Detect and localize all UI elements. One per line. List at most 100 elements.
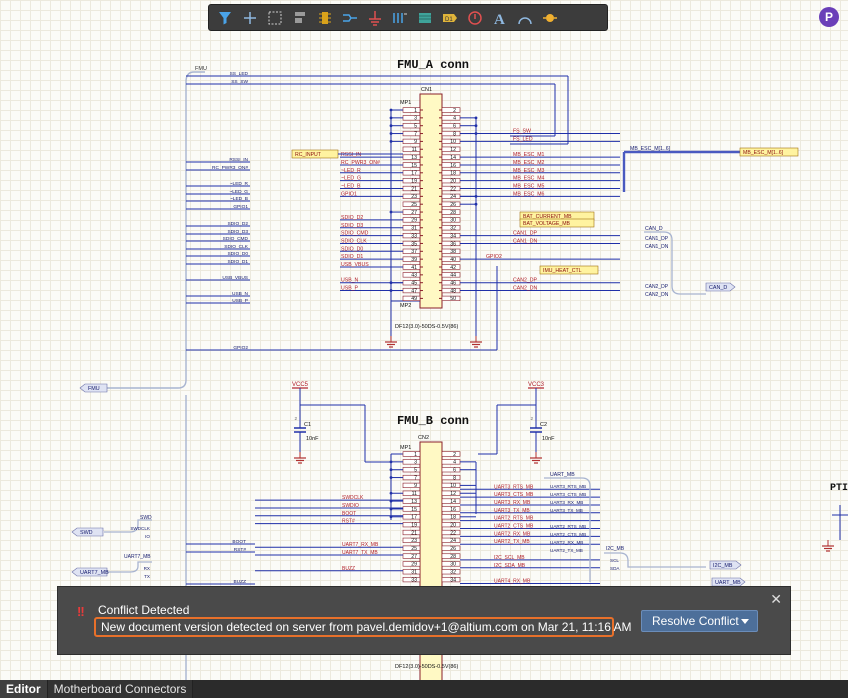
cn2-lpin-num: 11 [412, 491, 417, 497]
fmu-bus-label: FMU [195, 66, 207, 72]
port-swd-shape [71, 527, 104, 537]
text-icon[interactable]: A [488, 7, 512, 29]
cn2-lpin-num: 23 [411, 538, 417, 544]
cn1-part: DF12(3.0)-50DS-0.5V(86) [395, 324, 458, 330]
power-port-icon[interactable] [363, 7, 387, 29]
bus-icon[interactable] [388, 7, 412, 29]
cn1-rpin-num: 40 [450, 257, 456, 263]
cn1-lpin-num: 45 [411, 281, 417, 287]
arc-icon[interactable] [513, 7, 537, 29]
cn2-rpin-num: 10 [450, 483, 456, 489]
cn1-rnet-label: MB_ESC_M4 [513, 176, 545, 182]
align-icon[interactable] [288, 7, 312, 29]
fmu-side-label: SDIO_CMD [223, 236, 249, 242]
fmu-side-label: USB_P [232, 298, 248, 304]
cn2-rnet-label: UART3_RX_MB [494, 500, 531, 506]
filter-icon[interactable] [213, 7, 237, 29]
c2-pin: 2 [530, 416, 533, 421]
c1-pin: 2 [294, 416, 297, 421]
wire-icon[interactable] [338, 7, 362, 29]
cn2-net-label: SWDIO [342, 503, 359, 509]
cn1-rnet-label: CAN2_DP [513, 278, 537, 284]
crosshair-icon[interactable] [238, 7, 262, 29]
cn1-rpin-num: 6 [453, 124, 456, 130]
cn2-rpin-box [441, 545, 461, 551]
uart-mb-label: UART_MB [550, 472, 575, 478]
cn1-lpin-num: 9 [414, 139, 417, 145]
cn2-rpin-num: 20 [450, 522, 456, 528]
tab-motherboard-connectors[interactable]: Motherboard Connectors [47, 680, 194, 698]
cn1-lpin-box [402, 130, 421, 137]
cn1-rpin-box [441, 130, 461, 137]
close-icon[interactable]: ✕ [770, 591, 782, 607]
port-can-d: CAN_D [709, 285, 727, 291]
port-uart-mb-shape [711, 577, 746, 587]
cn1-lpin-num: 3 [414, 116, 417, 122]
cn1-lpin-num: 39 [411, 257, 417, 263]
tag-imu-heat-box [539, 265, 599, 275]
fmu-side-label: RSSI_IN [229, 157, 248, 163]
cn2-rpin-num: 14 [450, 499, 456, 505]
user-avatar[interactable]: P [819, 7, 839, 27]
cn2-rpin-box [441, 467, 461, 473]
cn1-lpin-num: 19 [411, 178, 417, 184]
notification-title: Conflict Detected [98, 603, 190, 617]
fmu-side-label: GPIO1 [233, 204, 248, 210]
resolve-conflict-button[interactable]: Resolve Conflict [641, 610, 758, 632]
cn1-lpin-num: 17 [411, 171, 417, 177]
port-icon[interactable]: D1 [438, 7, 462, 29]
uart-side-label: UART3_RTS_MB [550, 484, 586, 489]
cn1-lpin-num: 1 [414, 108, 417, 114]
cn2-rpin-box [441, 474, 461, 481]
cn2-lpin-num: 25 [411, 546, 417, 552]
cn1-rpin-num: 18 [450, 171, 456, 177]
c2-ref: C2 [540, 422, 547, 428]
can-side-label: CAN1_DP [645, 236, 669, 242]
cn1-rpin-box [441, 115, 461, 121]
cn1-net-label: USB_P [341, 286, 359, 292]
fmu-side-label: SS_SW [231, 79, 248, 85]
cn2-rpin-box [441, 561, 461, 567]
uart7-tx-label: TX [144, 574, 150, 579]
cn2-lpin-box [402, 561, 421, 567]
directive-icon[interactable] [463, 7, 487, 29]
title-fmu-b: FMU_B conn [397, 414, 469, 428]
cn2-lpin-box [402, 459, 421, 465]
i2c-scl: SCL [610, 558, 619, 563]
cn1-rnet-label: MB_ESC_M1 [513, 152, 545, 158]
warning-icon: !! [77, 604, 85, 619]
uart-side-label: UART3_CTS_MB [550, 492, 586, 497]
cn1-rpin-num: 32 [450, 226, 456, 232]
cn2-lpin-box [402, 474, 421, 481]
cn1-net-label: SDIO_CLK [341, 238, 367, 244]
junction [474, 124, 478, 128]
cn2-rpin-num: 18 [450, 515, 456, 521]
cn1-rpin-num: 44 [450, 273, 456, 279]
cn1-rpin-num: 10 [450, 139, 456, 145]
component-icon[interactable] [313, 7, 337, 29]
select-rect-icon[interactable] [263, 7, 287, 29]
probe-icon[interactable] [538, 7, 562, 29]
uart7-bracket [106, 561, 152, 573]
cn2-rpin-box [441, 459, 461, 465]
sheet-symbol-icon[interactable] [413, 7, 437, 29]
cn2-rpin-num: 22 [450, 530, 456, 536]
fmu-side-label: ~LED_B [230, 196, 248, 202]
cn2-rnet-label: UART2_RX_MB [494, 531, 531, 537]
cn1-rpin-num: 16 [450, 163, 456, 169]
swd-bracket [104, 519, 152, 533]
tab-editor[interactable]: Editor [0, 680, 48, 698]
conflict-notification: !! Conflict Detected New document versio… [57, 586, 791, 655]
cn1-lpin-num: 27 [411, 210, 417, 216]
cn1-lpin-num: 23 [411, 194, 417, 200]
cn2-net-label: SWDCLK [342, 495, 364, 501]
svg-text:A: A [494, 12, 505, 27]
c1-val: 10nF [306, 436, 319, 442]
cn1-rpin-box [441, 107, 461, 113]
cn2-lpin-num: 15 [411, 507, 417, 513]
dropdown-caret-icon[interactable] [741, 619, 749, 624]
cn1-lpin-num: 43 [411, 273, 417, 279]
tag-rc-input: RC_INPUT [295, 152, 322, 158]
tag-bat-current: BAT_CURRENT_MB [523, 214, 572, 220]
